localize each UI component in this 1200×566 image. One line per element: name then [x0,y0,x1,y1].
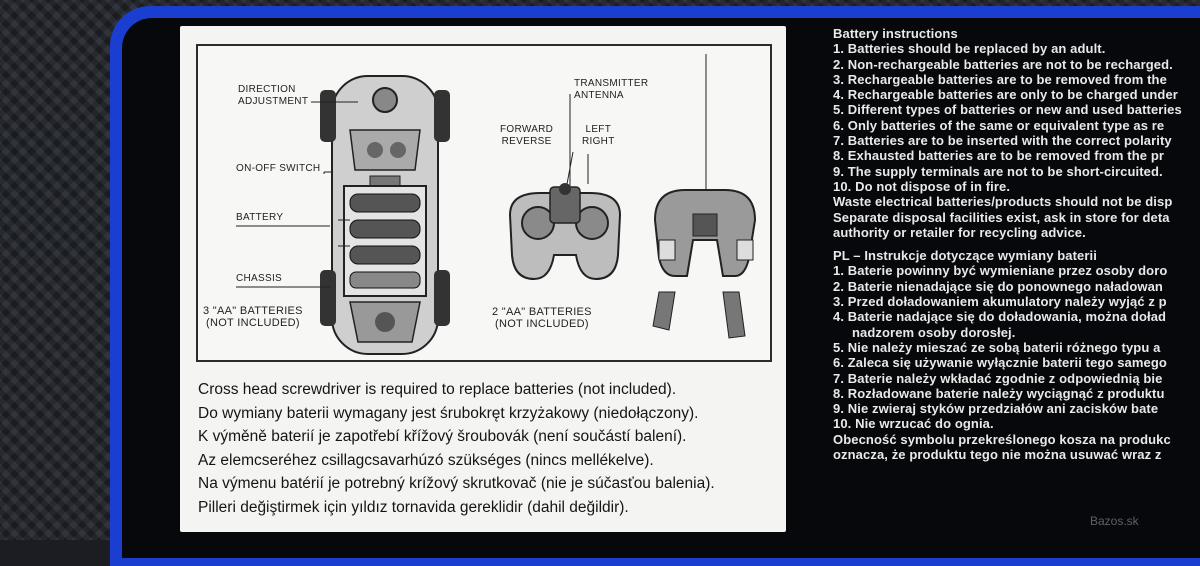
pl-item: 10. Nie wrzucać do ognia. [833,416,994,432]
note-line: Do wymiany baterii wymagany jest śrubokr… [198,404,699,422]
instruction-item: 9. The supply terminals are not to be sh… [833,163,1163,179]
instruction-item: 5. Different types of batteries or new a… [833,102,1182,118]
battery-label: BATTERY [236,212,284,223]
instruction-item: 7. Batteries are to be inserted with the… [833,133,1172,149]
car-chassis-drawing [320,75,450,355]
pl-item: 1. Baterie powinny być wymieniane przez … [833,263,1168,279]
pl-item: 7. Baterie należy wkładać zgodnie z odpo… [833,370,1163,386]
instruction-item: 4. Rechargeable batteries are only to be… [833,87,1178,103]
waste-line: Separate disposal facilities exist, ask … [833,209,1170,225]
instruction-item: 8. Exhausted batteries are to be removed… [833,148,1165,164]
on-off-switch-label: ON-OFF SWITCH [236,163,321,174]
watermark: Bazos.sk [1090,514,1139,528]
instruction-item: 1. Batteries should be replaced by an ad… [833,41,1106,57]
pl-item: 9. Nie zwieraj styków przedziałów ani za… [833,401,1159,417]
pl-item: 2. Baterie nienadające się do ponownego … [833,278,1163,294]
left-right-label: LEFT RIGHT [582,124,615,147]
direction-adjustment-label: DIRECTION ADJUSTMENT [238,84,309,107]
pl-item: 8. Rozładowane baterie należy wyciągnąć … [833,385,1165,401]
car-batteries-label: 3 "AA" BATTERIES (NOT INCLUDED) [203,305,303,329]
pl-item: oznacza, że produktu tego nie można usuw… [833,447,1162,463]
pl-item: nadzorem osoby dorosłej. [852,324,1016,340]
instruction-item: 10. Do not dispose of in fire. [833,178,1011,194]
instructions-heading: Battery instructions [833,26,958,41]
note-line: K výměně baterií je zapotřebí křížový šr… [198,428,687,445]
note-line: Az elemcseréhez csillagcsavarhúzó szüksé… [198,451,654,469]
transmitter-antenna-label: TRANSMITTER ANTENNA [574,78,649,101]
pl-heading: PL – Instrukcje dotyczące wymiany bateri… [833,248,1097,264]
note-line: Cross head screwdriver is required to re… [198,381,677,398]
pl-item: 4. Baterie nadające się do doładowania, … [833,309,1167,325]
instruction-item: 3. Rechargeable batteries are to be remo… [833,71,1167,87]
leader-lines [236,54,707,288]
pl-item: Obecność symbolu przekreślonego kosza na… [833,431,1171,447]
waste-line: Waste electrical batteries/products shou… [833,194,1173,210]
waste-line: authority or retailer for recycling advi… [833,224,1086,240]
note-line: Pilleri değiştirmek için yıldız tornavid… [198,498,629,516]
note-line: Na výmenu batérií je potrebný krížový sk… [198,475,715,492]
transmitter-front-drawing [508,183,622,281]
forward-reverse-label: FORWARD REVERSE [500,124,554,147]
transmitter-back-drawing [652,189,757,339]
instruction-item: 2. Non-rechargeable batteries are not to… [833,56,1173,72]
screwdriver-notes: Cross head screwdriver is required to re… [198,378,778,519]
pl-item: 5. Nie należy mieszać ze sobą baterii ró… [833,339,1161,355]
battery-instructions-column: Battery instructions 1. Batteries should… [833,26,1200,462]
instruction-item: 6. Only batteries of the same or equival… [833,117,1165,133]
pl-item: 3. Przed doładowaniem akumulatory należy… [833,294,1167,310]
pl-item: 6. Zaleca się używanie wyłącznie baterii… [833,355,1167,371]
chassis-label: CHASSIS [236,273,283,284]
transmitter-batteries-label: 2 "AA" BATTERIES (NOT INCLUDED) [492,306,592,330]
